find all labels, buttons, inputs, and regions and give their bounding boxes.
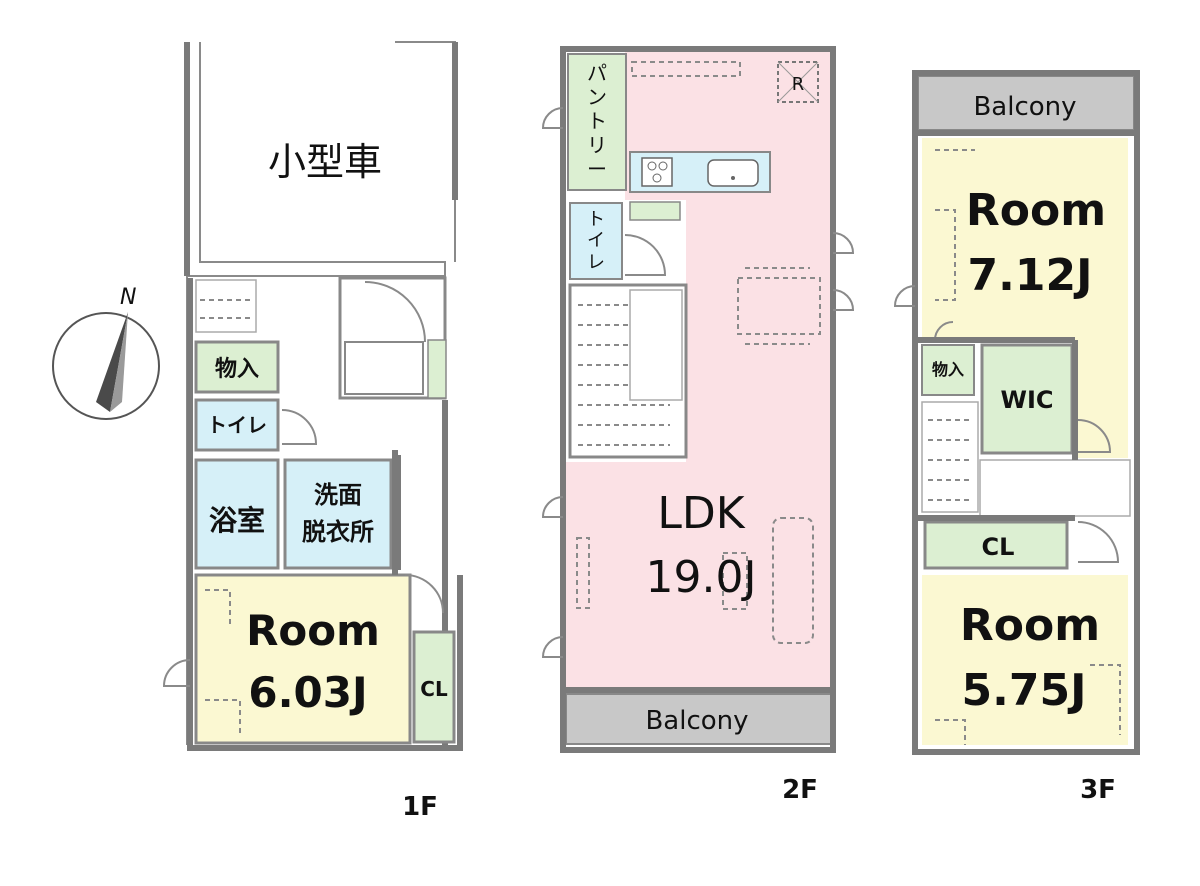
stair-3f-steps <box>928 419 972 501</box>
washroom <box>283 458 393 570</box>
floor-3: Balcony Room 7.12J 物入 WIC CL Room 5.75J … <box>893 70 1140 805</box>
storage-3f <box>921 344 975 396</box>
tv-board <box>576 537 590 609</box>
room-3f-a-label: Room <box>966 185 1106 236</box>
balcony-3f-label: Balcony <box>973 92 1076 122</box>
floor-3-label: 3F <box>1080 775 1116 805</box>
toilet-2f-char: イ <box>587 230 605 251</box>
parking-label: 小型車 <box>268 140 382 184</box>
sink-icon <box>707 159 759 187</box>
toilet-label: トイレ <box>207 413 267 437</box>
entrance-inner <box>344 341 424 395</box>
room-1f-size: 6.03J <box>248 668 367 717</box>
ldk-label: LDK <box>657 488 745 539</box>
room-3f-b-size: 5.75J <box>962 665 1087 716</box>
parking-top-walls <box>184 42 458 276</box>
floor-2-window-marks <box>541 107 855 658</box>
floor-1-entry-door <box>162 659 191 687</box>
entrance-door-swing <box>364 281 426 343</box>
room-3f-a-desk <box>935 149 975 301</box>
compass: N <box>52 285 160 420</box>
dining-chairs <box>745 267 810 345</box>
hallway-3f <box>979 459 1131 517</box>
room-3f-b-door-swing <box>1077 521 1120 563</box>
room-3f-a-extension <box>1075 338 1128 458</box>
room-3f-b <box>922 575 1128 745</box>
ldk-area <box>566 52 830 688</box>
stair-rail <box>629 289 683 401</box>
toilet-door-swing <box>281 409 318 445</box>
floor-3-inner-walls <box>918 130 1134 521</box>
room-3f-b-label: Room <box>960 600 1100 651</box>
sink-drain <box>731 176 735 180</box>
floor-1-label: 1F <box>402 792 438 822</box>
room-1f <box>194 573 412 745</box>
refrigerator-cross <box>777 61 819 103</box>
refrigerator-label: R <box>792 74 805 95</box>
pantry <box>567 53 627 191</box>
stair-steps <box>578 304 670 446</box>
compass-needle-tail <box>110 312 128 412</box>
washroom-label-line1: 洗面 <box>314 481 362 509</box>
kitchen-green-strip <box>629 201 681 221</box>
pantry-char: パ <box>587 61 607 85</box>
toilet-2f-door-swing <box>624 234 667 276</box>
upper-shelf <box>631 61 741 77</box>
dining-table <box>737 277 821 335</box>
floor-2-label: 2F <box>782 775 818 805</box>
closet-1f <box>412 630 456 744</box>
wic-door-swing <box>1077 419 1112 453</box>
toilet-room <box>194 398 280 452</box>
compass-needle-icon <box>96 312 128 412</box>
compass-north-label: N <box>120 285 136 310</box>
pantry-char: リ <box>587 133 607 157</box>
compass-circle <box>52 312 160 420</box>
washroom-label-line2: 脱衣所 <box>302 518 374 546</box>
floor-3-window-mark <box>893 285 916 307</box>
stove-icon <box>641 157 673 187</box>
closet-1f-label: CL <box>420 677 448 701</box>
storage-label: 物入 <box>215 356 259 382</box>
storage-room <box>194 340 280 394</box>
pantry-char: ー <box>587 157 607 181</box>
room-3f-a-size: 7.12J <box>968 250 1093 301</box>
bath-room <box>194 458 280 570</box>
floor-2: パ ン ト リ ー R ト イ レ <box>541 46 855 805</box>
room-3f-a <box>922 138 1128 338</box>
sofa <box>772 517 814 644</box>
bath-label: 浴室 <box>209 504 265 537</box>
toilet-2f-char: ト <box>587 209 605 230</box>
room-1f-furniture <box>205 589 241 735</box>
balcony-2f-label: Balcony <box>645 706 748 736</box>
closet-3f <box>923 520 1069 570</box>
ldk-size: 19.0J <box>646 552 757 603</box>
walk-in-closet-label: WIC <box>1000 386 1053 414</box>
toilet-2f <box>569 202 623 280</box>
closet-3f-label: CL <box>982 533 1015 561</box>
room-1f-door-swing <box>404 574 444 614</box>
stove-burner <box>658 161 668 171</box>
floor-3-outer-wall <box>912 70 1140 755</box>
pantry-label: パ ン ト リ ー <box>587 61 607 181</box>
pantry-char: ン <box>587 85 607 109</box>
shoe-storage <box>427 339 447 399</box>
stair-area <box>195 279 257 333</box>
stove-burner <box>647 161 657 171</box>
room-3f-b-furniture <box>935 664 1121 745</box>
stairwell-3f <box>921 401 979 513</box>
toilet-2f-char: レ <box>587 252 605 273</box>
stove-burner <box>652 173 662 183</box>
floor-1-outer-wall <box>187 278 463 751</box>
refrigerator-icon <box>777 61 819 103</box>
storage-3f-label: 物入 <box>932 360 964 379</box>
room-1f-label: Room <box>246 606 380 655</box>
coffee-table <box>722 552 748 610</box>
floor-1: 小型車 物入 トイレ 浴室 洗面 脱衣所 Room 6.03J CL <box>162 41 463 822</box>
pantry-char: ト <box>587 109 607 133</box>
